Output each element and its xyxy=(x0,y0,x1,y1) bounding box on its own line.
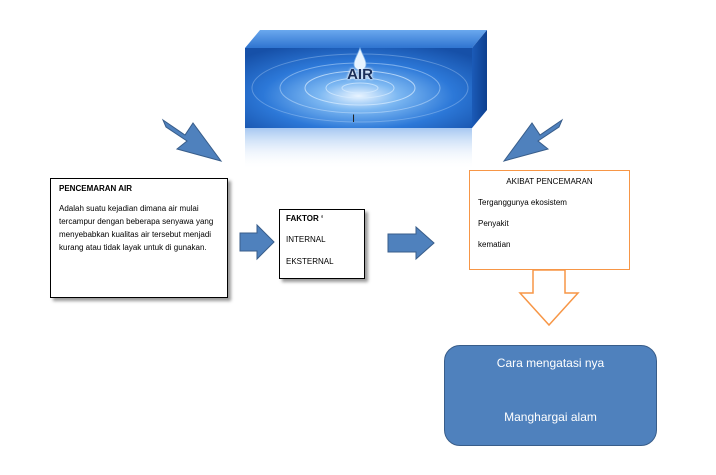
definition-body: Adalah suatu kejadian dimana air mulai t… xyxy=(59,204,214,252)
factor-item-eksternal: EKSTERNAL xyxy=(286,257,334,266)
arrow-right-icon xyxy=(387,225,435,261)
solution-box: Cara mengatasi nya Manghargai alam xyxy=(444,345,657,446)
arrow-right-icon xyxy=(239,223,275,261)
factor-box: FAKTOR ‘ INTERNAL EKSTERNAL xyxy=(279,209,365,279)
solution-heading: Cara mengatasi nya xyxy=(496,356,605,370)
effect-title: AKIBAT PENCEMARAN xyxy=(506,177,593,186)
factor-title: FAKTOR ‘ xyxy=(286,214,324,223)
arrow-down-left-icon xyxy=(502,118,564,162)
effect-item-ecosystem: Terganggunya ekosistem xyxy=(478,198,567,207)
definition-box: PENCEMARAN AIR Adalah suatu kejadian dim… xyxy=(50,178,228,298)
definition-title: PENCEMARAN AIR xyxy=(59,184,133,193)
solution-text: Manghargai alam xyxy=(504,410,597,424)
arrow-down-outline-icon xyxy=(518,269,580,327)
effect-box: AKIBAT PENCEMARAN Terganggunya ekosistem… xyxy=(469,170,630,270)
effect-item-disease: Penyakit xyxy=(478,219,509,228)
arrow-down-right-icon xyxy=(161,118,223,162)
factor-item-internal: INTERNAL xyxy=(286,235,326,244)
water-title: AIR xyxy=(347,66,373,83)
water-mark: I xyxy=(352,113,356,125)
effect-item-death: kematian xyxy=(478,240,511,249)
water-droplet-icon xyxy=(245,30,487,170)
